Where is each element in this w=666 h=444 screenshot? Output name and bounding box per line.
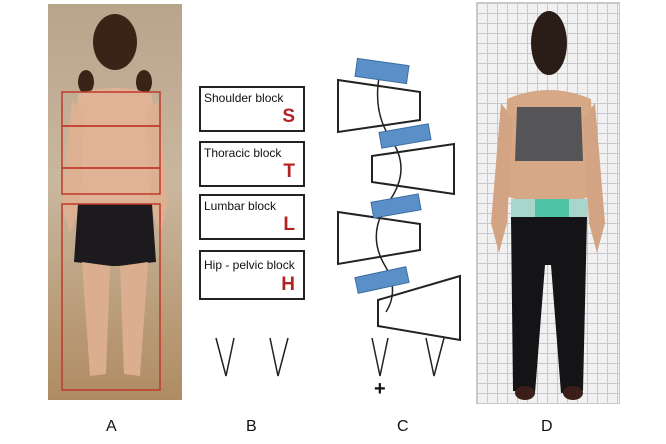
block-thoracic: Thoracic block T xyxy=(199,141,305,187)
block-title: Shoulder block xyxy=(204,91,304,106)
panel-label-b: B xyxy=(246,418,257,436)
photo-d-back-view xyxy=(476,2,620,404)
joint-top xyxy=(355,58,409,83)
block-lumbar: Lumbar block L xyxy=(199,194,305,240)
overlay-shoulder-box xyxy=(62,92,160,126)
block-letter: L xyxy=(283,214,295,236)
joint-bottom xyxy=(355,267,409,293)
plus-sign: + xyxy=(374,378,386,401)
block-hip-pelvic: Hip - pelvic block H xyxy=(199,250,305,300)
joint-upper-middle xyxy=(379,124,431,148)
overlay-hip-pelvic-box xyxy=(62,204,160,390)
block-shoulder: Shoulder block S xyxy=(199,86,305,132)
v-marks-b xyxy=(210,334,300,380)
block-letter: S xyxy=(282,106,295,128)
v-mark-right xyxy=(270,338,288,376)
block-title: Lumbar block xyxy=(204,199,304,214)
v-mark-right xyxy=(426,338,444,376)
block-schematic xyxy=(326,50,476,380)
v-mark-left xyxy=(372,338,388,376)
trapezoid-thoracic xyxy=(372,144,454,194)
v-mark-left xyxy=(216,338,234,376)
photo-a-back-view xyxy=(48,4,182,400)
panel-label-a: A xyxy=(106,418,117,436)
panel-label-d: D xyxy=(541,418,553,436)
block-title: Hip - pelvic block xyxy=(204,255,304,276)
block-letter: H xyxy=(281,274,295,296)
v-marks-c xyxy=(368,334,450,380)
joint-lower-middle xyxy=(371,194,421,218)
block-letter: T xyxy=(283,161,295,183)
person-back-figure-d xyxy=(477,3,619,403)
overlay-thoracic-box xyxy=(62,126,160,168)
panel-label-c: C xyxy=(397,418,409,436)
segment-overlay xyxy=(48,4,182,400)
overlay-lumbar-box xyxy=(62,168,160,194)
block-title: Thoracic block xyxy=(204,146,304,161)
